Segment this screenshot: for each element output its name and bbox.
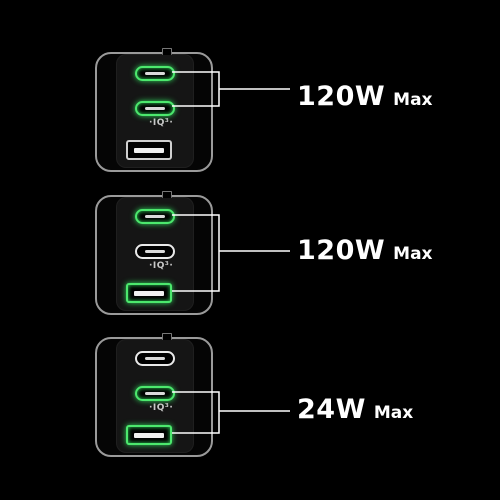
power-label: 120W Max	[297, 235, 433, 266]
connector-bracket	[172, 214, 290, 292]
config-row-3: ·IQ³· 24W Max	[0, 333, 500, 487]
usb-c1-port	[135, 209, 175, 224]
usb-c2-port	[135, 244, 175, 259]
max-text: Max	[393, 90, 433, 110]
iq-label: ·IQ³·	[149, 403, 174, 413]
usb-c1-port	[135, 351, 175, 366]
led-notch	[162, 191, 172, 198]
usb-c2-port	[135, 386, 175, 401]
usb-a-port	[126, 283, 172, 303]
power-label: 120W Max	[297, 81, 433, 112]
connector-bracket	[172, 71, 290, 107]
connector-bracket	[172, 391, 290, 434]
led-notch	[162, 48, 172, 55]
wattage-text: 24W	[297, 394, 366, 425]
charger-icon: ·IQ³·	[95, 191, 213, 315]
charger-icon: ·IQ³·	[95, 333, 213, 457]
charger-face: ·IQ³·	[116, 191, 194, 311]
led-notch	[162, 333, 172, 340]
wattage-text: 120W	[297, 235, 386, 266]
power-label: 24W Max	[297, 394, 413, 425]
config-row-2: ·IQ³· 120W Max	[0, 191, 500, 345]
charger-face: ·IQ³·	[116, 333, 194, 453]
usb-c2-port	[135, 101, 175, 116]
wattage-text: 120W	[297, 81, 386, 112]
usb-c1-port	[135, 66, 175, 81]
usb-a-port	[126, 140, 172, 160]
max-text: Max	[373, 403, 414, 423]
iq-label: ·IQ³·	[149, 118, 174, 128]
usb-a-port	[126, 425, 172, 445]
config-row-1: ·IQ³· 120W Max	[0, 48, 500, 202]
iq-label: ·IQ³·	[149, 261, 174, 271]
charger-face: ·IQ³·	[116, 48, 194, 168]
max-text: Max	[393, 244, 433, 264]
